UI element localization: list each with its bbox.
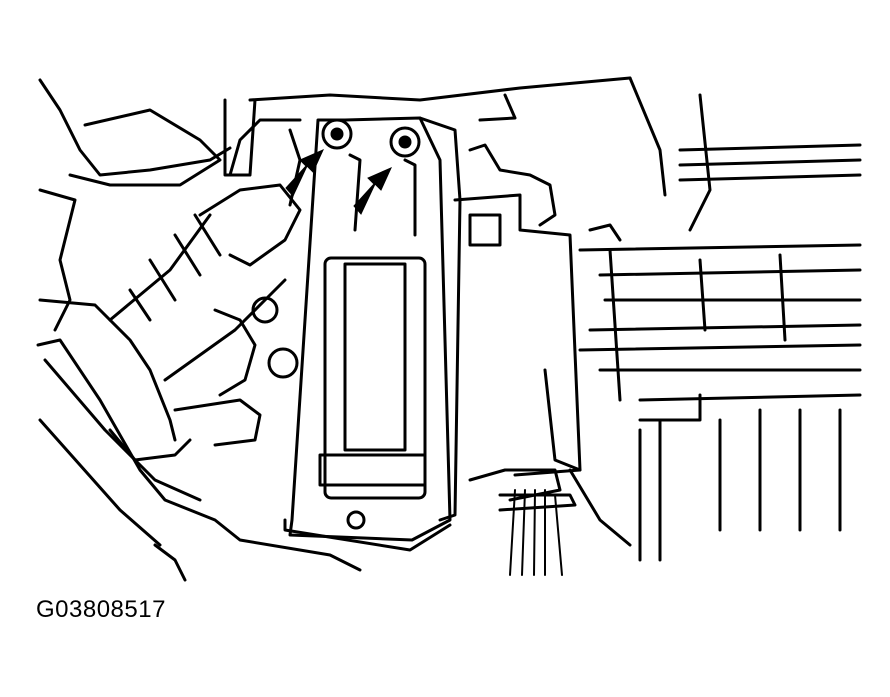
hvac-housing — [568, 143, 862, 562]
right-mounting-nut — [389, 126, 421, 158]
air-duct-assembly — [108, 98, 302, 382]
left-mounting-nut — [321, 118, 353, 150]
right-fastener-arrow — [353, 167, 392, 215]
mounting-nuts — [321, 118, 421, 158]
dashboard-top-outline — [38, 76, 712, 232]
left-fastener-arrow — [285, 149, 324, 197]
figure-code-label: G03808517 — [36, 596, 166, 623]
wiring-connector — [453, 143, 582, 576]
left-trim-panels — [36, 108, 362, 582]
mounting-bracket-tabs — [173, 296, 299, 447]
